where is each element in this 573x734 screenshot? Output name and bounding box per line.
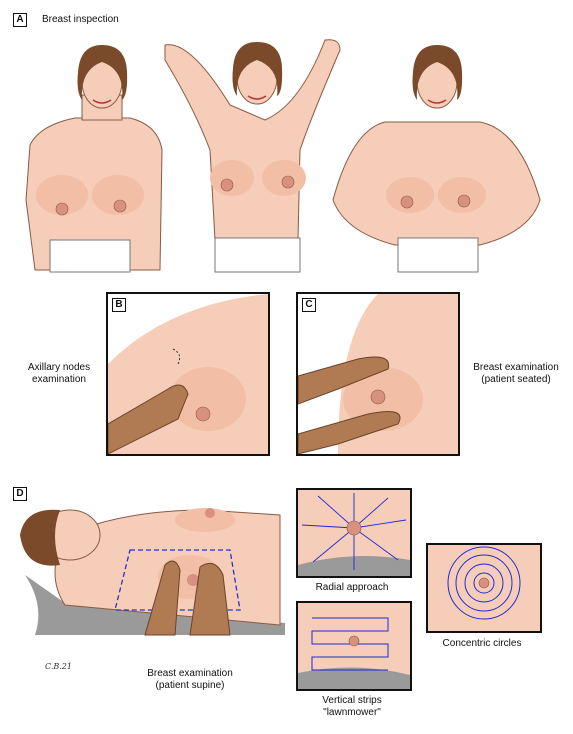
vertical-strips-box (296, 601, 412, 691)
figure-hands-on-hips (332, 45, 541, 273)
supine-caption-line2: (patient supine) (155, 680, 225, 691)
panel-c-caption-line1: Breast examination (473, 362, 559, 373)
panel-a-title: Breast inspection (42, 14, 119, 25)
panel-b-caption-line2: examination (32, 374, 86, 385)
vertical-strips-caption-line1: Vertical strips (322, 695, 382, 706)
radial-approach-box (296, 488, 412, 578)
supine-examination-illustration (20, 508, 285, 636)
figure-arms-at-sides (25, 45, 163, 273)
artist-signature: C.B.21 (45, 662, 72, 671)
panel-c-label: C (302, 298, 316, 312)
concentric-circles-caption: Concentric circles (442, 638, 522, 649)
panel-c-caption-line2: (patient seated) (481, 374, 551, 385)
panel-d-label: D (13, 487, 27, 501)
concentric-circles-box (426, 543, 542, 633)
vertical-strips-caption-line2: "lawnmower" (323, 707, 381, 718)
panel-c-box (296, 292, 460, 456)
panel-b-caption-line1: Axillary nodes (27, 362, 91, 373)
panel-a-label: A (13, 13, 27, 27)
figure-arms-raised (164, 39, 341, 273)
panel-b-box (106, 292, 270, 456)
supine-caption-line1: Breast examination (147, 668, 233, 679)
breast-inspection-illustration (25, 39, 541, 273)
panel-b-label: B (112, 298, 126, 312)
radial-approach-caption: Radial approach (315, 582, 389, 593)
